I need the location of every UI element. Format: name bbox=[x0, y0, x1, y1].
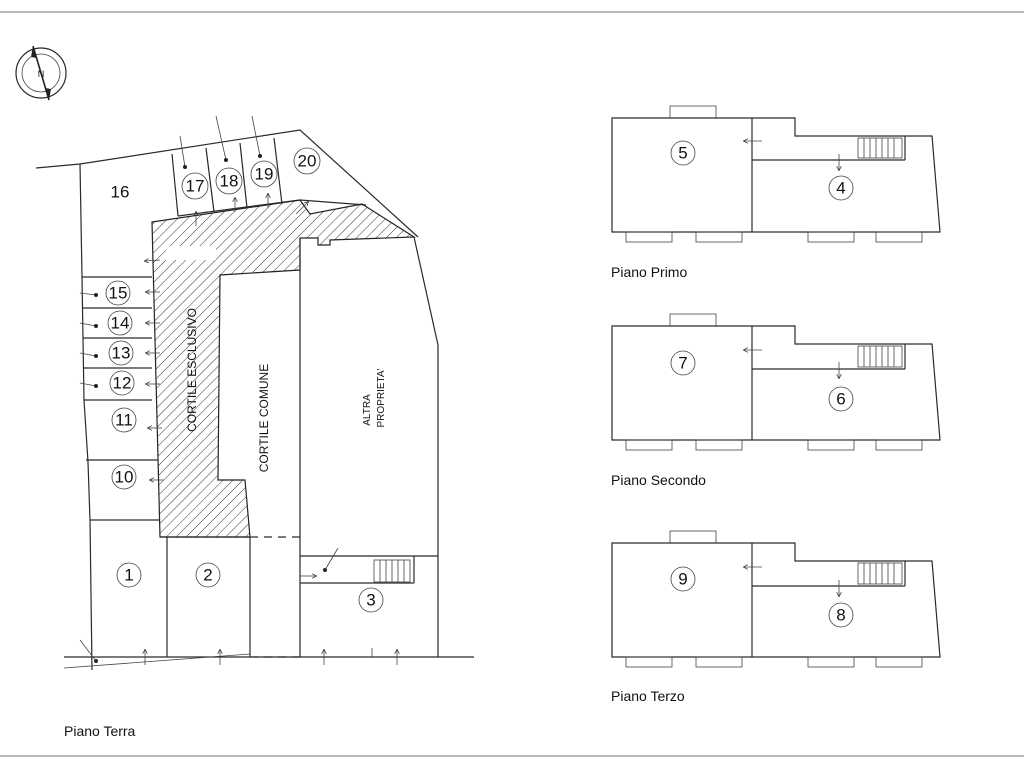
svg-text:20: 20 bbox=[298, 152, 317, 171]
unit-13: 13 bbox=[108, 340, 134, 366]
unit-4: 4 bbox=[828, 175, 854, 201]
staircase-icon bbox=[857, 345, 903, 368]
svg-text:2: 2 bbox=[203, 566, 212, 585]
staircase-icon bbox=[857, 562, 903, 585]
unit-17: 17 bbox=[181, 172, 209, 200]
svg-text:11: 11 bbox=[115, 411, 133, 430]
ground-floor-title: Piano Terra bbox=[64, 723, 136, 739]
svg-text:1: 1 bbox=[124, 566, 133, 585]
svg-text:15: 15 bbox=[109, 284, 128, 303]
first-floor-title: Piano Primo bbox=[611, 264, 687, 280]
svg-text:12: 12 bbox=[113, 374, 132, 393]
unit-20: 20 bbox=[293, 147, 321, 175]
unit-14: 14 bbox=[107, 310, 133, 336]
svg-text:13: 13 bbox=[112, 344, 131, 363]
svg-text:14: 14 bbox=[111, 314, 130, 333]
unit-11: 11 bbox=[111, 407, 137, 433]
unit-15: 15 bbox=[105, 280, 131, 306]
unit-12: 12 bbox=[109, 370, 135, 396]
third-floor-plan: 9 8 Piano Terzo bbox=[611, 530, 941, 704]
third-floor-title: Piano Terzo bbox=[611, 688, 685, 704]
svg-text:17: 17 bbox=[186, 177, 205, 196]
svg-text:8: 8 bbox=[836, 606, 845, 625]
north-compass-icon: N bbox=[15, 45, 67, 101]
svg-text:6: 6 bbox=[836, 390, 845, 409]
unit-9: 9 bbox=[670, 566, 696, 592]
staircase-icon bbox=[373, 559, 411, 583]
other-property-label-1: ALTRA bbox=[362, 394, 373, 426]
svg-text:3: 3 bbox=[366, 591, 375, 610]
common-courtyard-label: CORTILE COMUNE bbox=[257, 364, 271, 472]
second-floor-title: Piano Secondo bbox=[611, 472, 706, 488]
unit-18: 18 bbox=[215, 167, 243, 195]
unit-19: 19 bbox=[250, 160, 278, 188]
unit-8: 8 bbox=[828, 602, 854, 628]
exclusive-courtyard-label: CORTILE ESCLUSIVO bbox=[185, 308, 199, 432]
second-floor-plan: 7 6 Piano Secondo bbox=[611, 313, 941, 488]
staircase-icon bbox=[857, 137, 903, 159]
unit-5: 5 bbox=[670, 140, 696, 166]
unit-10: 10 bbox=[111, 464, 137, 490]
unit-16: 16 bbox=[111, 183, 130, 202]
svg-text:10: 10 bbox=[115, 468, 134, 487]
svg-text:16: 16 bbox=[111, 183, 130, 202]
unit-7: 7 bbox=[670, 350, 696, 376]
svg-text:4: 4 bbox=[836, 179, 845, 198]
svg-text:18: 18 bbox=[220, 172, 239, 191]
unit-3: 3 bbox=[358, 587, 384, 613]
svg-text:5: 5 bbox=[678, 144, 687, 163]
exclusive-courtyard-area bbox=[151, 199, 416, 538]
north-label: N bbox=[38, 69, 45, 79]
svg-text:9: 9 bbox=[678, 570, 687, 589]
unit-1: 1 bbox=[116, 562, 142, 588]
unit-2: 2 bbox=[195, 562, 221, 588]
other-property-label-2: PROPRIETA' bbox=[376, 368, 387, 427]
unit-6: 6 bbox=[828, 386, 854, 412]
first-floor-plan: 5 4 Piano Primo bbox=[611, 105, 941, 280]
ground-floor-plan: CORTILE ESCLUSIVO CORTILE COMUNE ALTRA P… bbox=[35, 115, 474, 739]
svg-text:19: 19 bbox=[255, 165, 274, 184]
svg-text:7: 7 bbox=[678, 354, 687, 373]
